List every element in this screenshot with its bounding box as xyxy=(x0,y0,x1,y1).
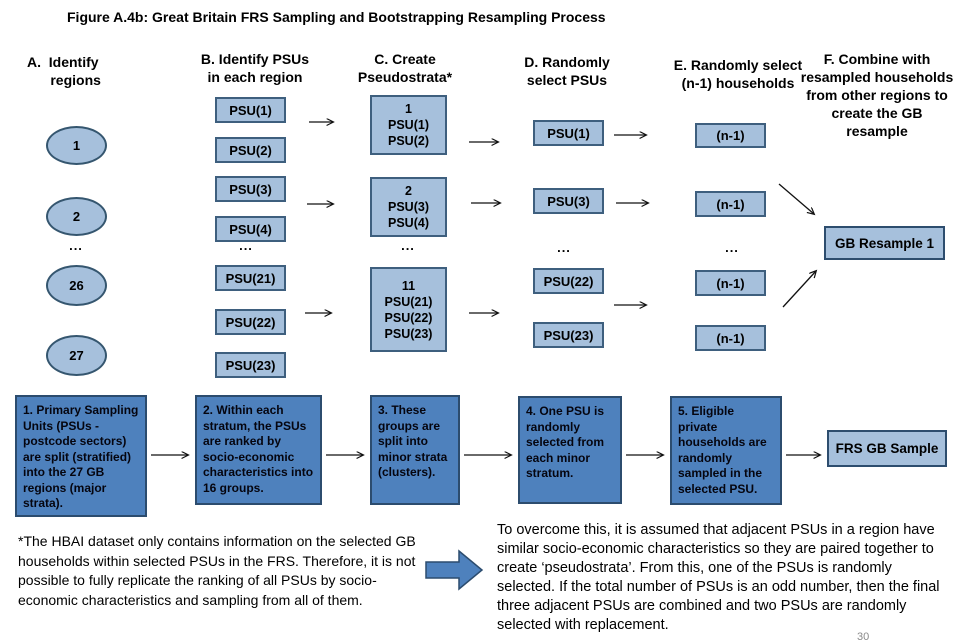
block-arrow xyxy=(425,549,484,591)
column-header-a: A. Identify regions xyxy=(27,54,101,88)
households-box-3: (n-1) xyxy=(695,270,766,296)
step-box-3: 3. These groups are split into minor str… xyxy=(370,395,460,505)
psu-box-b2: PSU(2) xyxy=(215,137,286,163)
step-box-2: 2. Within each stratum, the PSUs are ran… xyxy=(195,395,322,505)
column-header-e: E. Randomly select (n-1) households xyxy=(673,57,803,91)
psu-box-b1: PSU(1) xyxy=(215,97,286,123)
pseudostratum-box-2: 2 PSU(3) PSU(4) xyxy=(370,177,447,237)
pseudostratum-box-11: 11 PSU(21) PSU(22) PSU(23) xyxy=(370,267,447,352)
ellipsis-e: ... xyxy=(725,240,739,255)
region-oval-2: 2 xyxy=(46,197,107,236)
region-oval-1: 1 xyxy=(46,126,107,165)
households-box-2: (n-1) xyxy=(695,191,766,217)
page-number: 30 xyxy=(857,631,870,640)
step-box-4: 4. One PSU is randomly selected from eac… xyxy=(518,396,622,504)
psu-box-b23: PSU(23) xyxy=(215,352,286,378)
psu-box-b4: PSU(4) xyxy=(215,216,286,242)
households-box-4: (n-1) xyxy=(695,325,766,351)
step-box-5: 5. Eligible private households are rando… xyxy=(670,396,782,505)
selected-psu-box-22: PSU(22) xyxy=(533,268,604,294)
selected-psu-box-3: PSU(3) xyxy=(533,188,604,214)
ellipsis-b: ... xyxy=(239,238,253,253)
frs-gb-sample-box: FRS GB Sample xyxy=(827,430,947,467)
arrow-e-to-f-lower xyxy=(782,271,816,308)
gb-resample-box: GB Resample 1 xyxy=(824,226,945,260)
households-box-1: (n-1) xyxy=(695,123,766,148)
selected-psu-box-1: PSU(1) xyxy=(533,120,604,146)
psu-box-b21: PSU(21) xyxy=(215,265,286,291)
region-oval-26: 26 xyxy=(46,265,107,306)
column-header-d: D. Randomly select PSUs xyxy=(524,54,610,88)
column-header-c: C. Create Pseudostrata* xyxy=(357,51,453,85)
footnote-asterisk: *The HBAI dataset only contains informat… xyxy=(18,533,416,608)
column-header-f: F. Combine with resampled households fro… xyxy=(800,51,954,139)
ellipsis-a: ... xyxy=(69,238,83,253)
psu-box-b22: PSU(22) xyxy=(215,309,286,335)
selected-psu-box-23: PSU(23) xyxy=(533,322,604,348)
ellipsis-d: ... xyxy=(557,240,571,255)
footnote-explanation: To overcome this, it is assumed that adj… xyxy=(497,522,940,633)
region-oval-27: 27 xyxy=(46,335,107,376)
ellipsis-c: ... xyxy=(401,238,415,253)
figure-title: Figure A.4b: Great Britain FRS Sampling … xyxy=(67,9,606,25)
arrow-e-to-f-upper xyxy=(778,183,814,214)
step-box-1: 1. Primary Sampling Units (PSUs - postco… xyxy=(15,395,147,517)
pseudostratum-box-1: 1 PSU(1) PSU(2) xyxy=(370,95,447,155)
column-header-b: B. Identify PSUs in each region xyxy=(200,51,310,85)
psu-box-b3: PSU(3) xyxy=(215,176,286,202)
